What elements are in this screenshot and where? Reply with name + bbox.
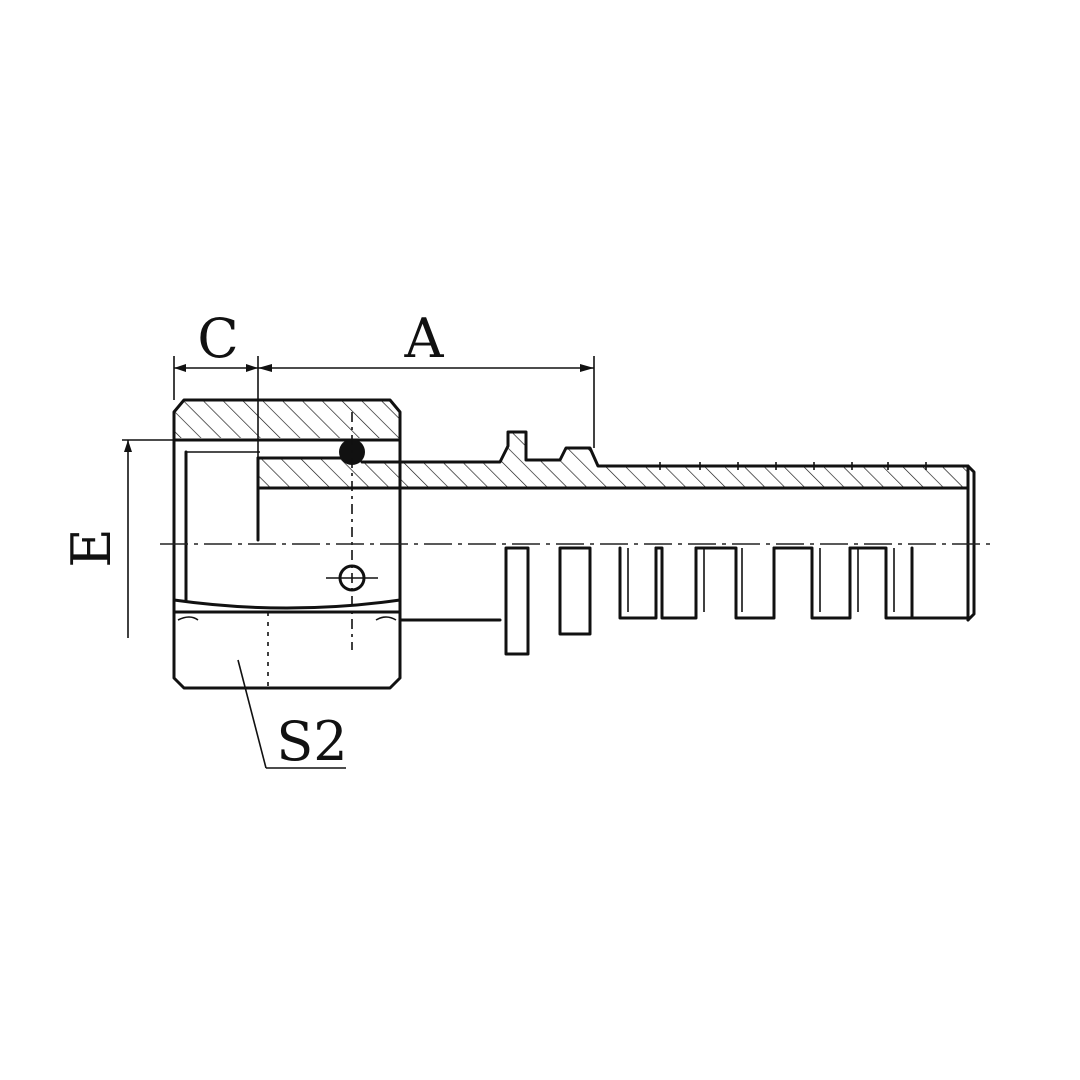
dimension-e: E: [60, 439, 330, 638]
body-section-hatch: [258, 432, 968, 488]
dimension-a: A: [258, 307, 595, 448]
label-s2: S2: [276, 710, 347, 773]
nut-section-hatch: [174, 400, 400, 438]
hex-curve-top: [172, 598, 402, 610]
label-a: A: [404, 307, 445, 370]
nut-outline: [172, 398, 402, 690]
nipple-body: [256, 430, 976, 656]
hex-chamfer-left: [177, 616, 199, 621]
hose-barbs: [618, 546, 970, 620]
hex-chamfer-right: [375, 616, 397, 621]
nut: [172, 398, 402, 690]
barb-top-ticks: [659, 462, 927, 470]
body-top-outline: [256, 430, 976, 622]
dimension-c: C: [173, 307, 259, 458]
collar-groove: [558, 546, 592, 636]
label-c: C: [197, 307, 238, 370]
collar-outline: [504, 546, 530, 656]
label-e: E: [60, 528, 123, 567]
leader-s2: S2: [237, 659, 348, 773]
